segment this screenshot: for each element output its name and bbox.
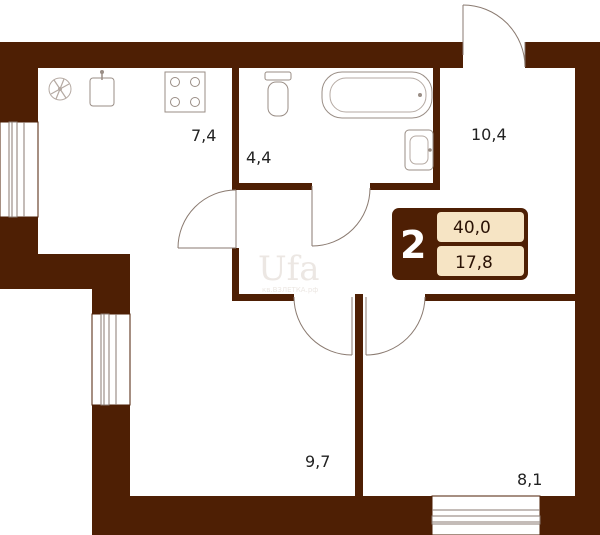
stove-icon <box>164 71 206 113</box>
partition-bath-bottom-left <box>232 183 312 190</box>
room-left-door <box>293 296 353 356</box>
wall-right <box>575 42 600 535</box>
wall-bottom-left <box>92 496 432 535</box>
wall-bottom-right <box>540 496 600 535</box>
partition-kitchen-bath <box>232 68 239 190</box>
area-labels: 7,4 4,4 10,4 9,7 8,1 <box>191 125 542 489</box>
partition-bath-hall <box>433 68 440 190</box>
room-right-door <box>365 296 426 356</box>
living-area: 17,8 <box>455 253 493 273</box>
bathroom-door <box>311 186 371 247</box>
bathtub-icon <box>321 71 433 119</box>
bathroom-area: 4,4 <box>246 148 271 167</box>
apartment-badge: 2 40,0 17,8 <box>392 208 528 280</box>
fixtures <box>48 70 434 171</box>
partition-between-rooms <box>355 294 363 496</box>
hall-area: 10,4 <box>471 125 507 144</box>
window-kitchen <box>0 121 39 218</box>
room-left-area: 9,7 <box>305 452 330 471</box>
watermark-site: кв.ВЗЛЕТКА.рф <box>262 286 318 294</box>
watermark-logo: Ufa <box>258 249 320 289</box>
toilet-icon <box>264 71 292 117</box>
partition-rooms-top-left <box>232 294 294 301</box>
fan-icon <box>48 77 72 101</box>
kitchen-area: 7,4 <box>191 126 216 145</box>
partition-hall-left <box>232 248 239 300</box>
window-room-left <box>91 313 131 406</box>
watermark: Ufa кв.ВЗЛЕТКА.рф <box>258 249 320 294</box>
entrance-door <box>462 4 526 68</box>
badge-living-cell <box>437 246 524 276</box>
windows <box>0 121 541 535</box>
wall-left-upper <box>0 42 38 122</box>
wall-room-left-upper <box>92 254 130 314</box>
wall-left-lower <box>0 217 38 289</box>
sink-icon <box>89 70 115 107</box>
total-area: 40,0 <box>453 218 491 238</box>
window-room-right <box>431 495 541 535</box>
walls <box>0 42 600 535</box>
washbasin-icon <box>404 129 434 171</box>
wall-top-left <box>0 42 463 68</box>
room-right-area: 8,1 <box>517 470 542 489</box>
partition-bath-bottom-right <box>370 183 440 190</box>
kitchen-door <box>177 189 237 249</box>
badge-total-cell <box>437 212 524 242</box>
partition-rooms-top-right <box>425 294 575 301</box>
room-count: 2 <box>400 223 426 267</box>
doors <box>177 4 526 356</box>
